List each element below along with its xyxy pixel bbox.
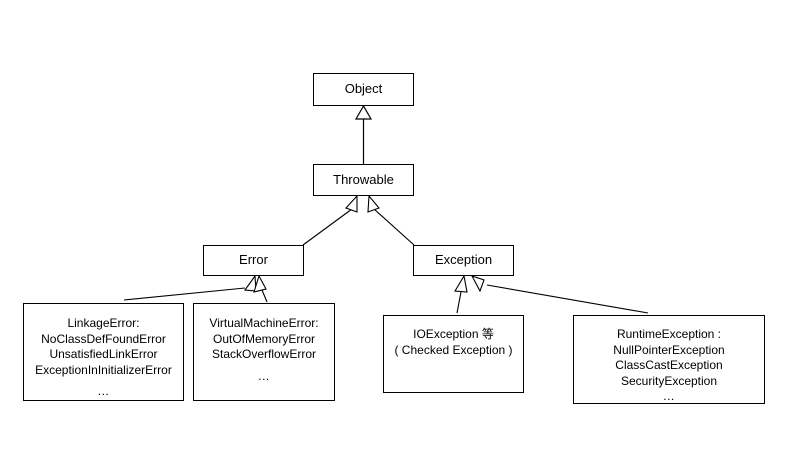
class-box-object[interactable]: Object xyxy=(313,73,414,106)
class-box-linkage-error[interactable]: LinkageError: NoClassDefFoundError Unsat… xyxy=(23,303,184,401)
edge-throwable-error xyxy=(302,194,358,246)
vm-error-line-1: VirtualMachineError: xyxy=(209,316,319,330)
class-box-virtual-machine-error[interactable]: VirtualMachineError: OutOfMemoryError St… xyxy=(193,303,335,401)
vm-error-line-3: StackOverflowError xyxy=(211,347,317,362)
runtime-exception-line-2: NullPointerException xyxy=(613,342,725,357)
linkage-error-line-3: UnsatisfiedLinkError xyxy=(49,347,158,362)
runtime-exception-line-4: SecurityException xyxy=(620,373,718,388)
runtime-exception-line-3: ClassCastException xyxy=(615,358,723,373)
class-box-io-exception[interactable]: IOException 等 ( Checked Exception ) xyxy=(383,315,524,393)
edge-error-linkage-error xyxy=(123,274,257,301)
class-name-exception: Exception xyxy=(434,252,493,268)
edge-exception-io-exception xyxy=(454,274,468,314)
class-box-exception[interactable]: Exception xyxy=(413,245,514,276)
linkage-error-line-1: LinkageError: xyxy=(67,316,140,330)
class-name-object: Object xyxy=(344,81,383,97)
edge-throwable-exception xyxy=(367,194,415,246)
edge-error-vm-error xyxy=(253,274,268,303)
linkage-error-ellipsis: ... xyxy=(97,384,110,399)
runtime-exception-line-1: RuntimeException : xyxy=(616,327,722,341)
class-name-throwable: Throwable xyxy=(333,171,394,187)
linkage-error-line-2: NoClassDefFoundError xyxy=(41,331,166,346)
class-box-runtime-exception[interactable]: RuntimeException : NullPointerException … xyxy=(573,315,765,404)
class-name-error: Error xyxy=(239,252,268,268)
io-exception-line-2: ( Checked Exception ) xyxy=(394,342,513,357)
vm-error-ellipsis: ... xyxy=(258,368,270,383)
edge-object-throwable xyxy=(354,104,373,164)
class-box-throwable[interactable]: Throwable xyxy=(313,164,414,196)
class-box-error[interactable]: Error xyxy=(203,245,304,276)
runtime-exception-ellipsis: ... xyxy=(663,389,675,404)
vm-error-line-2: OutOfMemoryError xyxy=(212,331,315,346)
io-exception-line-1: IOException 等 xyxy=(413,327,494,341)
edge-exception-runtime-exception xyxy=(470,275,649,314)
linkage-error-line-4: ExceptionInInitializerError xyxy=(35,362,172,377)
